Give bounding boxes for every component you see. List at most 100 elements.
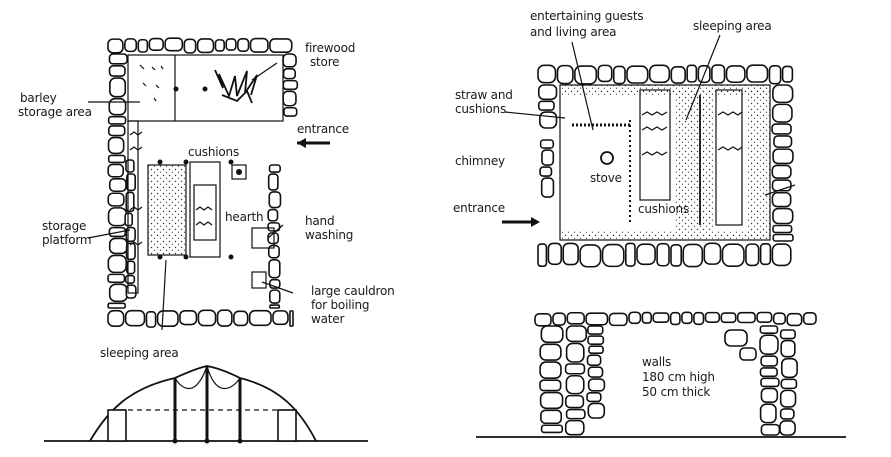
wall-stone	[107, 309, 125, 327]
wall-stone	[768, 64, 782, 85]
wall-stone	[779, 408, 795, 420]
wall-stone	[565, 342, 585, 363]
wall-stone	[108, 177, 127, 193]
wall-stone	[760, 377, 780, 388]
wall-stone	[779, 329, 796, 340]
wall-stone	[125, 260, 136, 275]
wall-stone	[197, 309, 217, 327]
label-entertaining-1: entertaining guests	[530, 9, 643, 23]
wall-stone	[587, 325, 604, 335]
wall-stone	[656, 242, 670, 267]
wall-stone	[125, 242, 136, 261]
right-plan	[502, 34, 796, 268]
wall-stone	[164, 37, 184, 52]
wall-stone	[780, 339, 796, 358]
wall-stone	[268, 191, 282, 209]
wall-stone	[721, 243, 745, 268]
wall-stone	[183, 38, 197, 54]
left-plan-walls	[107, 37, 299, 328]
wall-stone	[772, 224, 793, 234]
label-left-entrance: entrance	[297, 122, 349, 136]
label-storage-1: storage	[42, 219, 86, 233]
wall-stone	[233, 310, 249, 327]
wall-stone	[670, 244, 683, 267]
wall-stone	[587, 335, 605, 345]
wall-stone	[586, 354, 602, 367]
wall-stone	[540, 325, 564, 344]
wall-stone	[268, 259, 281, 279]
wall-stone	[745, 243, 760, 267]
wall-stone	[669, 311, 681, 326]
wall-stone	[145, 311, 157, 328]
label-cauldron-3: water	[311, 312, 344, 326]
wall-stone	[124, 212, 134, 227]
wall-stone	[772, 233, 794, 242]
wall-stone	[540, 424, 564, 434]
wall-stone	[540, 409, 563, 425]
wall-stone	[779, 420, 796, 436]
label-walls-2: 180 cm high	[642, 370, 715, 384]
wall-stone	[107, 154, 126, 164]
label-hand-1: hand	[305, 214, 334, 228]
wall-stone	[759, 403, 777, 424]
wall-stone	[124, 274, 136, 285]
left-plan	[87, 37, 330, 331]
wall-stone	[267, 173, 279, 191]
wall-stone	[636, 243, 656, 266]
wall-stone	[588, 345, 604, 355]
label-cauldron-1: large cauldron	[311, 284, 395, 298]
wall-stone	[652, 312, 670, 324]
wall-stone	[269, 38, 293, 53]
wall-stone	[216, 309, 233, 327]
wall-stone	[771, 123, 792, 135]
wall-stone	[693, 311, 705, 326]
wall-stone	[268, 164, 281, 173]
wall-stone	[739, 347, 757, 361]
wall-stone	[564, 419, 585, 436]
wall-stone	[736, 311, 756, 324]
stove-symbol	[600, 151, 614, 165]
wall-stone	[772, 148, 794, 165]
wall-stone	[248, 309, 272, 327]
wall-stone	[289, 310, 294, 327]
wall-stone	[539, 379, 562, 392]
wall-stone	[703, 242, 722, 265]
label-barley-2: storage area	[18, 105, 92, 119]
wall-stone	[534, 313, 552, 327]
wall-stone	[282, 79, 299, 91]
wall-stone	[124, 309, 146, 327]
wall-stone	[108, 53, 128, 65]
wall-stone	[760, 355, 779, 367]
label-firewood-2: store	[310, 55, 339, 69]
wall-stone	[760, 423, 781, 436]
wall-stone	[756, 311, 773, 323]
wall-stone	[156, 310, 179, 328]
wall-stone	[267, 232, 280, 245]
wall-stone	[267, 208, 279, 222]
label-stove: stove	[590, 171, 622, 185]
wall-stone	[597, 64, 613, 83]
label-walls-1: walls	[642, 355, 671, 369]
wall-stone	[539, 139, 555, 149]
wall-stone	[269, 289, 281, 304]
wall-stone	[786, 312, 803, 327]
wall-stone	[612, 65, 626, 85]
wall-stone	[249, 37, 269, 53]
wall-stone	[682, 243, 704, 268]
wall-stone	[537, 64, 557, 84]
wall-stone	[539, 361, 562, 379]
wall-stone	[601, 243, 625, 268]
wall-stone	[108, 237, 128, 255]
wall-stone	[282, 68, 297, 80]
label-straw-1: straw and	[455, 88, 513, 102]
label-walls-3: 50 cm thick	[642, 385, 710, 399]
wall-stone	[587, 402, 606, 419]
wall-stone	[780, 357, 798, 379]
